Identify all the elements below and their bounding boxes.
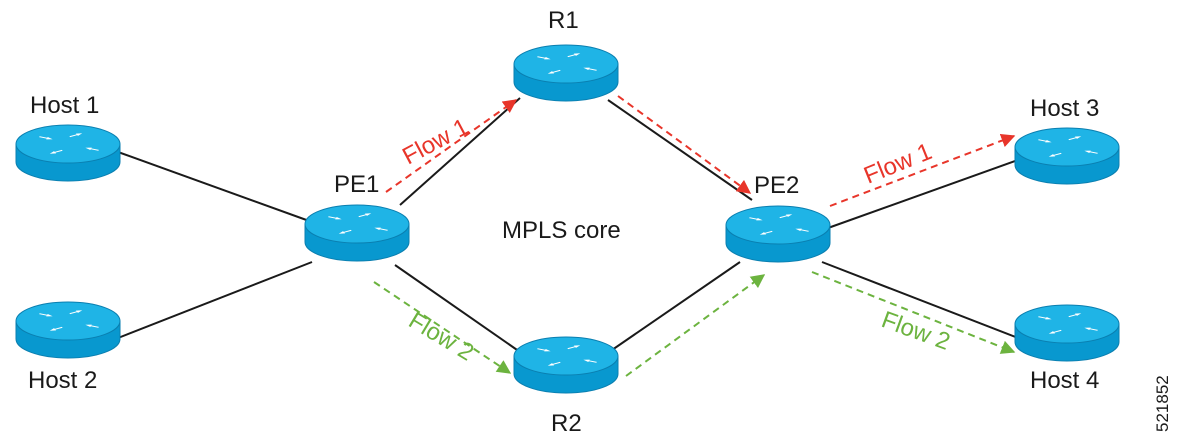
host2-router-icon <box>15 301 121 359</box>
host1-label: Host 1 <box>30 92 99 119</box>
routers <box>15 44 1120 394</box>
pe1-label: PE1 <box>334 171 379 198</box>
r2-router-icon <box>513 336 619 394</box>
link-host2-pe1 <box>117 261 313 339</box>
flow-1-segment-pe2-host3 <box>829 133 1016 207</box>
host3-label: Host 3 <box>1030 95 1099 122</box>
host4-label: Host 4 <box>1030 367 1099 394</box>
pe2-label: PE2 <box>754 172 799 199</box>
flow-2-segment-r2-pe2 <box>625 274 766 377</box>
flow-1-path <box>385 95 1016 207</box>
link-pe1-r1 <box>399 97 521 206</box>
flow-2-segment-pe1-r2 <box>373 281 512 374</box>
r1-label: R1 <box>548 7 579 34</box>
flow-1-label-pe1-r1: Flow 1 <box>398 113 473 170</box>
r2-label: R2 <box>551 410 582 437</box>
flow-1-label-pe2-host3: Flow 1 <box>860 138 936 190</box>
r1-router-icon <box>513 44 619 102</box>
host1-router-icon <box>15 124 121 182</box>
pe1-router-icon <box>304 204 410 262</box>
link-host1-pe1 <box>117 151 313 223</box>
link-pe1-r2 <box>394 264 521 353</box>
figure-id: 521852 <box>1153 375 1172 432</box>
flow-1-segment-r1-pe2 <box>617 95 752 194</box>
flow-2-path <box>373 271 1016 377</box>
links <box>117 97 1019 353</box>
link-r2-pe2 <box>611 261 741 351</box>
pe2-router-icon <box>725 205 831 263</box>
flow-2-segment-pe2-host4 <box>811 271 1016 354</box>
mpls-core-label: MPLS core <box>502 217 621 244</box>
link-pe2-host4 <box>821 261 1019 339</box>
host4-router-icon <box>1014 304 1120 362</box>
host3-router-icon <box>1014 127 1120 185</box>
flow-1-segment-pe1-r1 <box>385 99 518 193</box>
host2-label: Host 2 <box>28 367 97 394</box>
link-pe2-host3 <box>827 159 1019 229</box>
link-r1-pe2 <box>607 99 753 201</box>
